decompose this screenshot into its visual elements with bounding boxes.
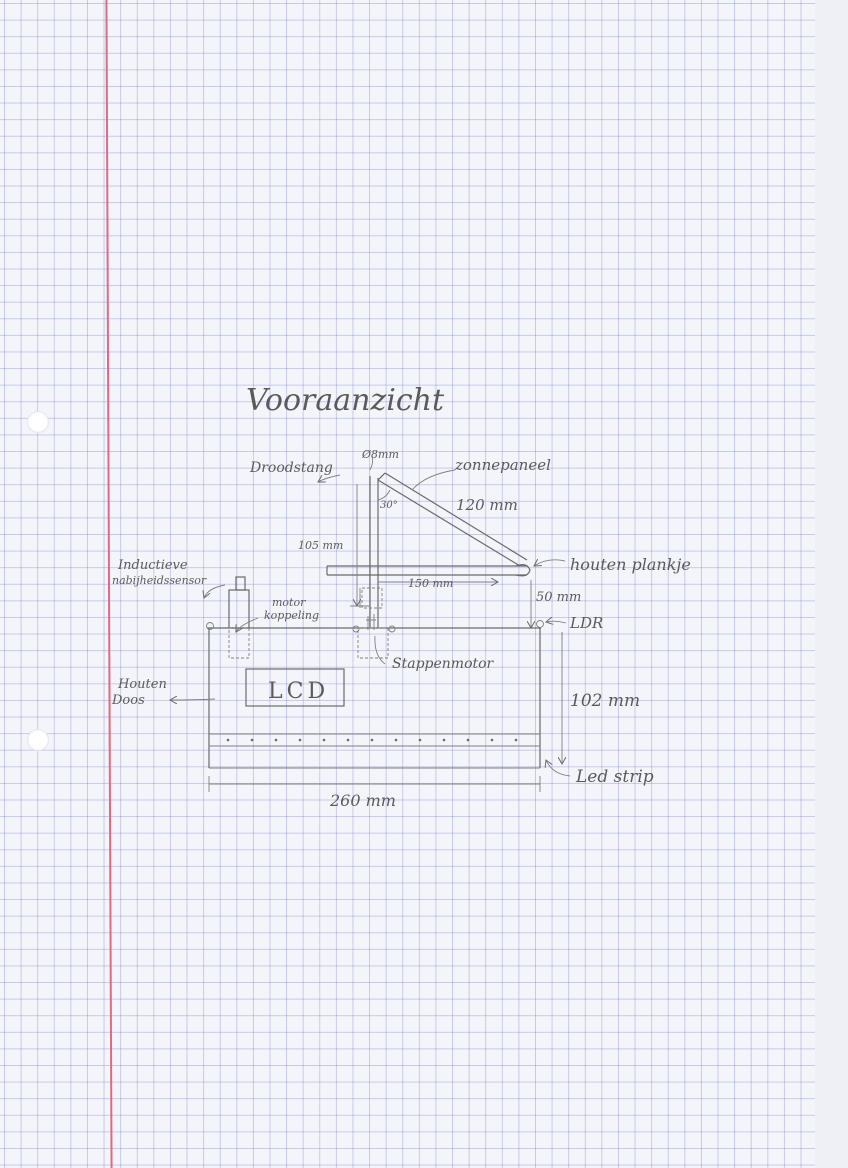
label-height-102: 102 mm <box>570 691 640 711</box>
label-houten-2: Doos <box>111 693 145 708</box>
label-stappenmotor: Stappenmotor <box>392 656 495 672</box>
lcd-label: LCD <box>268 679 329 704</box>
lcd-box <box>245 668 345 707</box>
graph-paper <box>0 0 815 1168</box>
label-angle: 30° <box>380 500 398 511</box>
rod-and-motor <box>352 476 396 659</box>
label-ldr: LDR <box>569 614 603 632</box>
label-width-150: 150 mm <box>408 577 453 590</box>
label-dist-50: 50 mm <box>536 590 581 605</box>
wooden-box <box>207 627 541 769</box>
label-panel-length: 120 mm <box>456 496 518 514</box>
label-diameter: Ø8mm <box>361 448 399 461</box>
label-motor-1: motor <box>272 596 306 609</box>
label-motor-2: koppeling <box>264 609 319 622</box>
label-droodstang: Droodstang <box>249 460 333 476</box>
label-houten-1: Houten <box>117 677 167 692</box>
label-inductieve-1: Inductieve <box>117 558 188 573</box>
title: Vooraanzicht <box>246 383 445 418</box>
label-width-260: 260 mm <box>329 791 396 810</box>
dimensions <box>208 484 562 792</box>
label-zonnepaneel: zonnepaneel <box>454 456 551 474</box>
punch-hole-bottom <box>27 729 49 751</box>
label-houten-plankje: houten plankje <box>570 555 691 574</box>
led-dots <box>226 738 518 742</box>
leader-arrows <box>170 455 571 777</box>
punch-hole-top <box>27 411 49 433</box>
ldr-sensor <box>536 620 544 628</box>
wooden-plank <box>326 564 531 577</box>
label-led-strip: Led strip <box>575 767 654 787</box>
solar-panel <box>377 472 528 567</box>
label-height-105: 105 mm <box>298 539 343 552</box>
label-inductieve-2: nabijheidssensor <box>112 574 207 587</box>
